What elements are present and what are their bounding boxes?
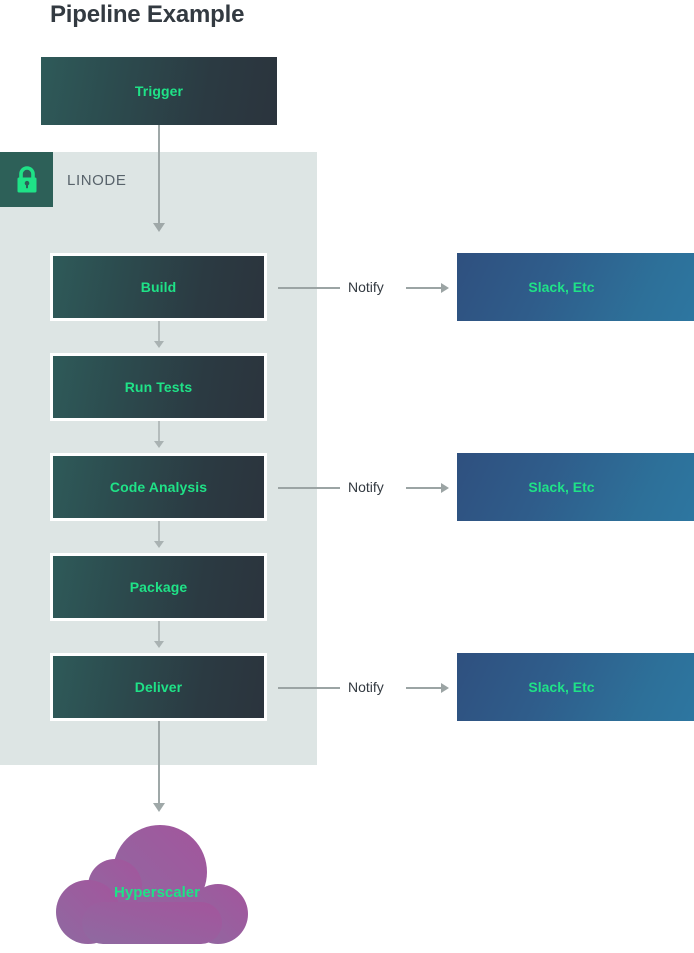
stage-box-trigger[interactable]: Trigger xyxy=(41,57,277,125)
stage-box-code-analysis[interactable]: Code Analysis xyxy=(50,453,267,521)
stage-box-run-tests[interactable]: Run Tests xyxy=(50,353,267,421)
stage-label-deliver: Deliver xyxy=(134,679,183,695)
connector-arrow-code-analysis-package xyxy=(154,541,164,548)
notify-target-box-3[interactable]: Slack, Etc xyxy=(457,653,694,721)
stage-label-build: Build xyxy=(140,279,177,295)
connector-package-deliver xyxy=(158,621,160,643)
cloud-node[interactable]: Hyperscaler xyxy=(52,824,262,948)
connector-code-analysis-package xyxy=(158,521,160,543)
cloud-shape-icon xyxy=(56,825,248,944)
connector-arrow-deliver-cloud xyxy=(153,803,165,812)
notify-line-right-3 xyxy=(406,687,444,689)
notify-arrow-2 xyxy=(441,483,449,493)
notify-target-label-2: Slack, Etc xyxy=(528,479,595,495)
connector-deliver-cloud xyxy=(158,721,160,807)
notify-label-2: Notify xyxy=(348,479,384,495)
lock-icon xyxy=(0,152,53,207)
stage-label-trigger: Trigger xyxy=(134,83,184,99)
stage-label-code-analysis: Code Analysis xyxy=(109,479,208,495)
connector-trigger-build xyxy=(158,125,160,225)
notify-label-3: Notify xyxy=(348,679,384,695)
connector-arrow-trigger-build xyxy=(153,223,165,232)
connector-run-tests-code-analysis xyxy=(158,421,160,443)
notify-target-label-3: Slack, Etc xyxy=(528,679,595,695)
notify-line-left-2 xyxy=(278,487,340,489)
stage-box-build[interactable]: Build xyxy=(50,253,267,321)
connector-arrow-package-deliver xyxy=(154,641,164,648)
notify-target-label-1: Slack, Etc xyxy=(528,279,595,295)
stage-box-deliver[interactable]: Deliver xyxy=(50,653,267,721)
stage-label-package: Package xyxy=(129,579,188,595)
notify-line-right-2 xyxy=(406,487,444,489)
stage-label-run-tests: Run Tests xyxy=(124,379,193,395)
notify-line-left-3 xyxy=(278,687,340,689)
notify-arrow-1 xyxy=(441,283,449,293)
cloud-label: Hyperscaler xyxy=(114,884,200,901)
linode-label: LINODE xyxy=(67,172,127,189)
connector-build-run-tests xyxy=(158,321,160,343)
notify-line-left-1 xyxy=(278,287,340,289)
notify-line-right-1 xyxy=(406,287,444,289)
notify-arrow-3 xyxy=(441,683,449,693)
notify-target-box-2[interactable]: Slack, Etc xyxy=(457,453,694,521)
notify-target-box-1[interactable]: Slack, Etc xyxy=(457,253,694,321)
page-title: Pipeline Example xyxy=(50,1,245,28)
connector-arrow-build-run-tests xyxy=(154,341,164,348)
connector-arrow-run-tests-code-analysis xyxy=(154,441,164,448)
notify-label-1: Notify xyxy=(348,279,384,295)
stage-box-package[interactable]: Package xyxy=(50,553,267,621)
